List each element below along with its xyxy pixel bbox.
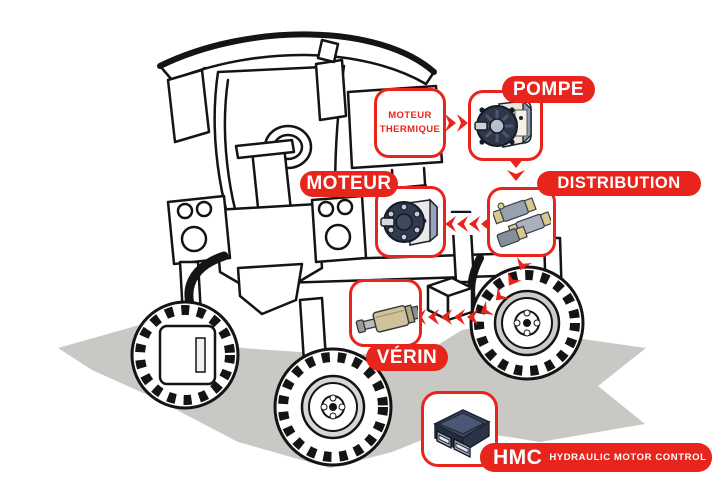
hydraulic-motor-illustration xyxy=(379,198,438,246)
distribution-valves-illustration xyxy=(492,197,551,248)
wheel-front-center xyxy=(273,347,393,467)
moteur-thermique-label-line1: MOTEUR xyxy=(388,110,432,122)
arrow-distribution-to-verin-icon xyxy=(416,257,532,325)
distribution-label: DISTRIBUTION xyxy=(537,171,701,196)
moteur-thermique-box: MOTEUR THERMIQUE xyxy=(374,88,446,158)
hmc-label-main: HMC xyxy=(493,445,543,469)
hmc-label-subtitle: HYDRAULIC MOTOR CONTROL xyxy=(549,452,707,463)
hmc-ecu-illustration xyxy=(432,409,491,459)
hmc-label: HMC HYDRAULIC MOTOR CONTROL xyxy=(480,443,712,472)
pump-illustration xyxy=(473,98,532,148)
moteur-box xyxy=(375,186,446,258)
pompe-label: POMPE xyxy=(502,76,595,103)
verin-box xyxy=(349,279,422,347)
arrow-distribution-to-moteur-icon xyxy=(442,213,492,235)
moteur-thermique-label-line2: THERMIQUE xyxy=(379,124,441,135)
verin-label: VÉRIN xyxy=(366,344,448,371)
moteur-label: MOTEUR xyxy=(300,171,398,197)
cylinder-illustration xyxy=(355,304,418,334)
wheel-rear-left xyxy=(130,300,240,410)
left-mirror xyxy=(166,68,211,144)
pompe-box xyxy=(468,90,543,161)
arrow-thermique-to-pompe-icon xyxy=(445,114,468,132)
distribution-box xyxy=(487,187,556,257)
right-mirror xyxy=(314,58,348,122)
